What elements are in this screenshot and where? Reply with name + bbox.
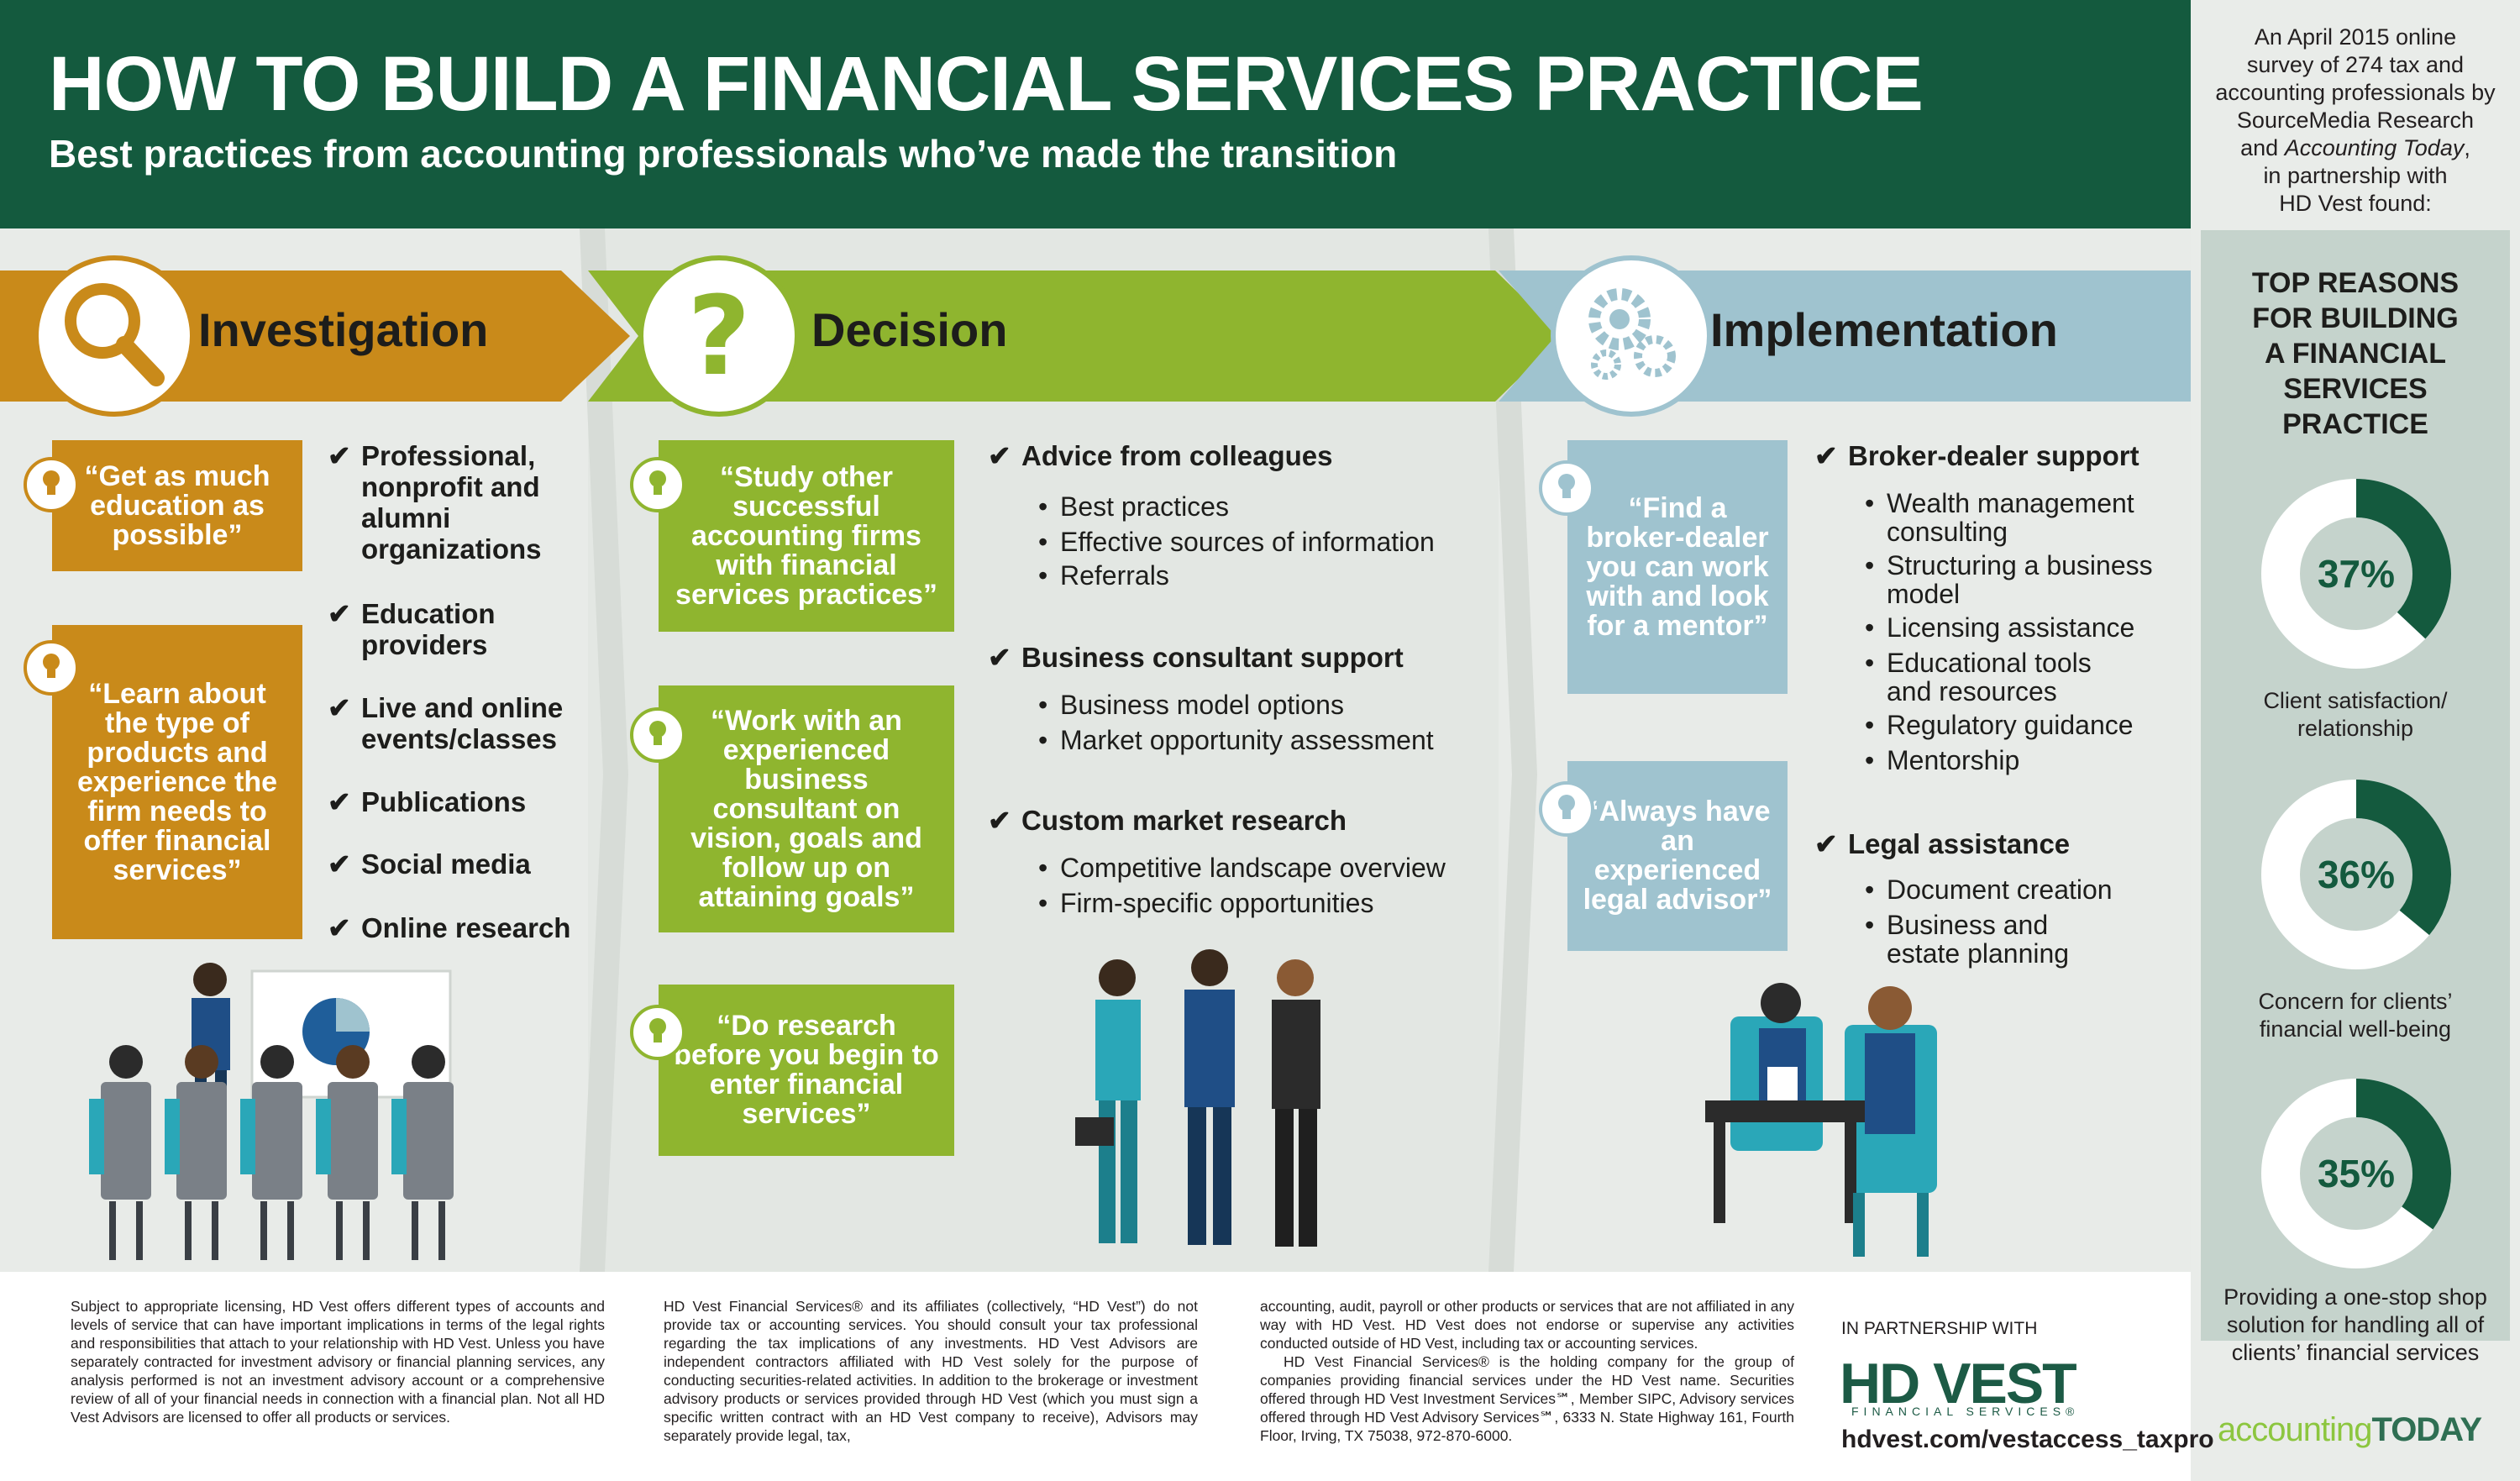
- lightbulb-icon: [24, 640, 79, 696]
- check-item: ✔Live and online events/classes: [328, 692, 564, 754]
- list-item: •Mentorship: [1865, 745, 2020, 775]
- donut-chart: 35%: [2261, 1079, 2451, 1268]
- check-item: ✔Advice from colleagues: [988, 440, 1333, 471]
- question-icon: ?: [638, 255, 800, 417]
- footer: [0, 1272, 2191, 1481]
- quote-box: “Get as much education as possible”: [52, 440, 302, 571]
- list-item: •Best practices: [1038, 491, 1229, 522]
- lightbulb-icon: [630, 457, 685, 512]
- check-icon: ✔: [328, 912, 351, 943]
- list-item: •Document creation: [1865, 874, 2113, 905]
- list-item: •Business and estate planning: [1865, 910, 2070, 969]
- disclaimer-col-1: Subject to appropriate licensing, HD Ves…: [71, 1298, 605, 1426]
- check-icon: ✔: [328, 440, 351, 471]
- check-icon: ✔: [328, 848, 351, 880]
- presentation-illustration: [89, 963, 454, 1260]
- list-item: •Regulatory guidance: [1865, 710, 2134, 740]
- header-banner: [0, 0, 2191, 228]
- check-item: ✔Custom market research: [988, 805, 1347, 836]
- list-item: •Educational tools and resources: [1865, 648, 2092, 706]
- check-icon: ✔: [328, 692, 351, 723]
- gears-icon: [1551, 255, 1712, 417]
- donut-chart: 37%: [2261, 479, 2451, 669]
- lightbulb-icon: [630, 1005, 685, 1060]
- check-icon: ✔: [1814, 440, 1838, 471]
- donut-ring: [2261, 780, 2451, 969]
- survey-intro: An April 2015 online survey of 274 tax a…: [2215, 24, 2496, 216]
- donut-caption: Concern for clients’ financial well-bein…: [2258, 989, 2453, 1042]
- quote-box: “Find a broker-dealer you can work with …: [1567, 440, 1788, 694]
- magnifier-icon: [34, 255, 195, 417]
- disclaimer-col-2: HD Vest Financial Services® and its affi…: [664, 1298, 1198, 1444]
- partner-label: IN PARTNERSHIP WITH: [1841, 1319, 2038, 1338]
- list-item: •Effective sources of information: [1038, 527, 1435, 557]
- check-item: ✔Business consultant support: [988, 642, 1404, 673]
- check-icon: ✔: [328, 598, 351, 629]
- hdvest-tagline: FINANCIAL SERVICES®: [1851, 1405, 2080, 1418]
- list-item: •Structuring a business model: [1865, 550, 2153, 609]
- check-item: ✔Broker-dealer support: [1814, 440, 2139, 471]
- donut-caption: Providing a one-stop shop solution for h…: [2223, 1284, 2487, 1365]
- list-item: •Wealth management consulting: [1865, 488, 2134, 547]
- list-item: •Competitive landscape overview: [1038, 853, 1446, 883]
- check-item: ✔Social media: [328, 848, 531, 880]
- list-item: •Market opportunity assessment: [1038, 725, 1434, 755]
- hdvest-url[interactable]: hdvest.com/vestaccess_taxpro: [1841, 1426, 2214, 1453]
- accounting-today-logo: accountingTODAY: [2218, 1411, 2482, 1448]
- donut-ring: [2261, 479, 2451, 669]
- donut-chart: 36%: [2261, 780, 2451, 969]
- page-subtitle: Best practices from accounting professio…: [49, 132, 1398, 176]
- check-icon: ✔: [1814, 828, 1838, 859]
- lightbulb-icon: [1539, 781, 1594, 837]
- lightbulb-icon: [630, 707, 685, 763]
- check-item: ✔Education providers: [328, 598, 496, 660]
- check-icon: ✔: [988, 642, 1011, 673]
- donut-value: 36%: [2317, 853, 2396, 896]
- quote-box: “Study other successful accounting firms…: [659, 440, 954, 632]
- business-people-illustration: [1075, 949, 1320, 1247]
- check-item: ✔Legal assistance: [1814, 828, 2071, 859]
- stage-label-decision: Decision: [811, 303, 1008, 356]
- list-item: •Referrals: [1038, 560, 1169, 591]
- check-item: ✔Professional, nonprofit and alumni orga…: [328, 440, 542, 565]
- page-title: HOW TO BUILD A FINANCIAL SERVICES PRACTI…: [49, 41, 1924, 127]
- list-item: •Business model options: [1038, 690, 1344, 720]
- quote-box: “Always have an experienced legal adviso…: [1567, 761, 1788, 951]
- stage-label-implementation: Implementation: [1710, 303, 2058, 356]
- list-item: •Firm-specific opportunities: [1038, 888, 1374, 918]
- stage-label-investigation: Investigation: [198, 303, 489, 356]
- check-item: ✔Publications: [328, 786, 527, 817]
- hdvest-logo: HD VEST: [1840, 1352, 2077, 1415]
- donut-ring: [2261, 1079, 2451, 1268]
- quote-box: “Do research before you begin to enter f…: [659, 985, 954, 1156]
- check-icon: ✔: [988, 440, 1011, 471]
- check-icon: ✔: [988, 805, 1011, 836]
- lightbulb-icon: [24, 457, 79, 512]
- donut-value: 35%: [2317, 1152, 2396, 1195]
- disclaimer-col-3: accounting, audit, payroll or other prod…: [1260, 1298, 1794, 1444]
- column-chevrons: [580, 228, 1537, 1272]
- check-item: ✔Online research: [328, 912, 571, 943]
- quote-box: “Work with an experienced business consu…: [659, 685, 954, 932]
- meeting-illustration: [1705, 983, 1937, 1257]
- lightbulb-icon: [1539, 460, 1594, 516]
- check-icon: ✔: [328, 786, 351, 817]
- donut-value: 37%: [2317, 552, 2396, 596]
- donut-caption: Client satisfaction/ relationship: [2263, 688, 2448, 741]
- list-item: •Licensing assistance: [1865, 612, 2135, 643]
- reasons-title: TOP REASONS FOR BUILDING A FINANCIAL SER…: [2251, 267, 2460, 440]
- quote-box: “Learn about the type of products and ex…: [52, 625, 302, 939]
